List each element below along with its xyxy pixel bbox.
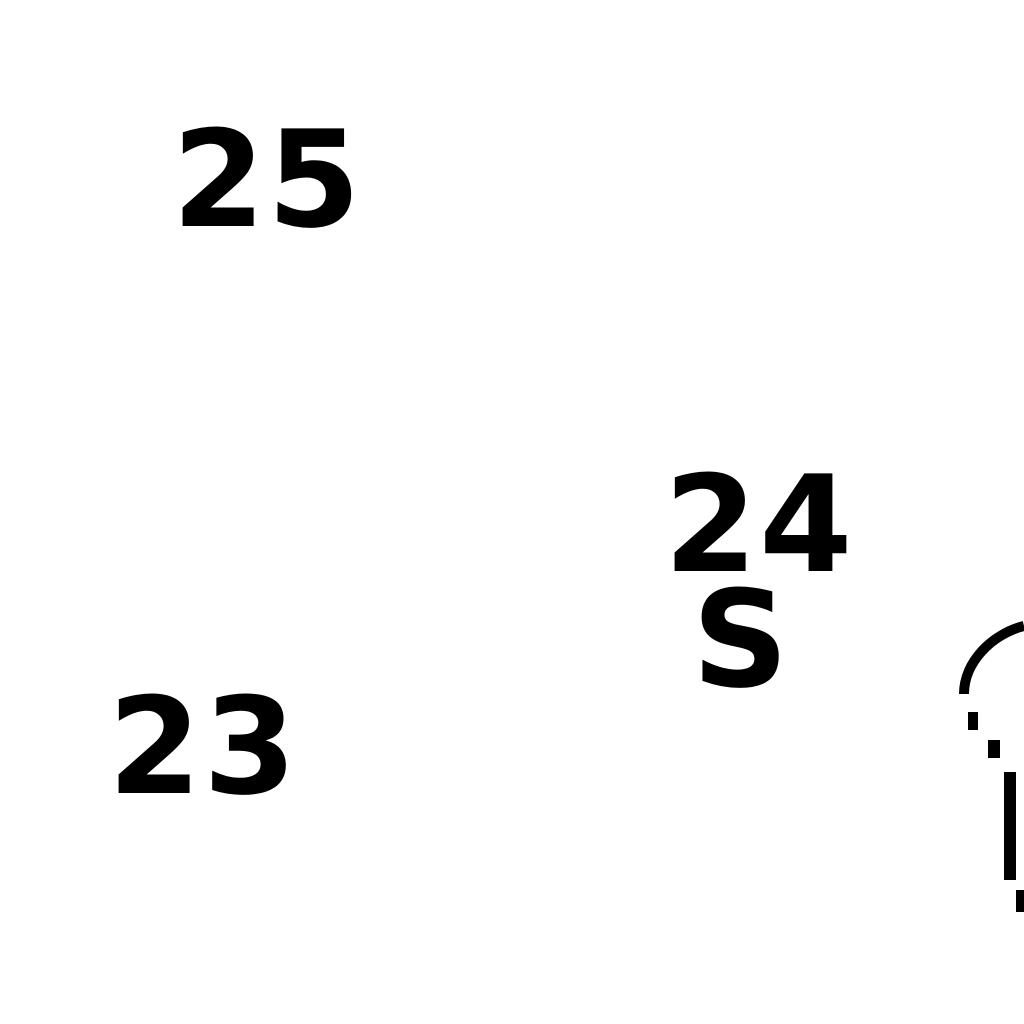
point-label-25: 25 <box>172 102 363 258</box>
arc-dash-1 <box>968 712 978 730</box>
arc-stroke <box>959 621 1024 695</box>
vertical-line-tail <box>1016 890 1024 912</box>
vertical-line-segment <box>1004 772 1016 880</box>
arc-dash-2 <box>988 740 1000 758</box>
partial-arc-shape <box>959 621 1024 912</box>
point-label-24: 24 <box>664 447 855 603</box>
point-label-23: 23 <box>108 669 299 825</box>
point-label-s: S <box>692 562 791 718</box>
